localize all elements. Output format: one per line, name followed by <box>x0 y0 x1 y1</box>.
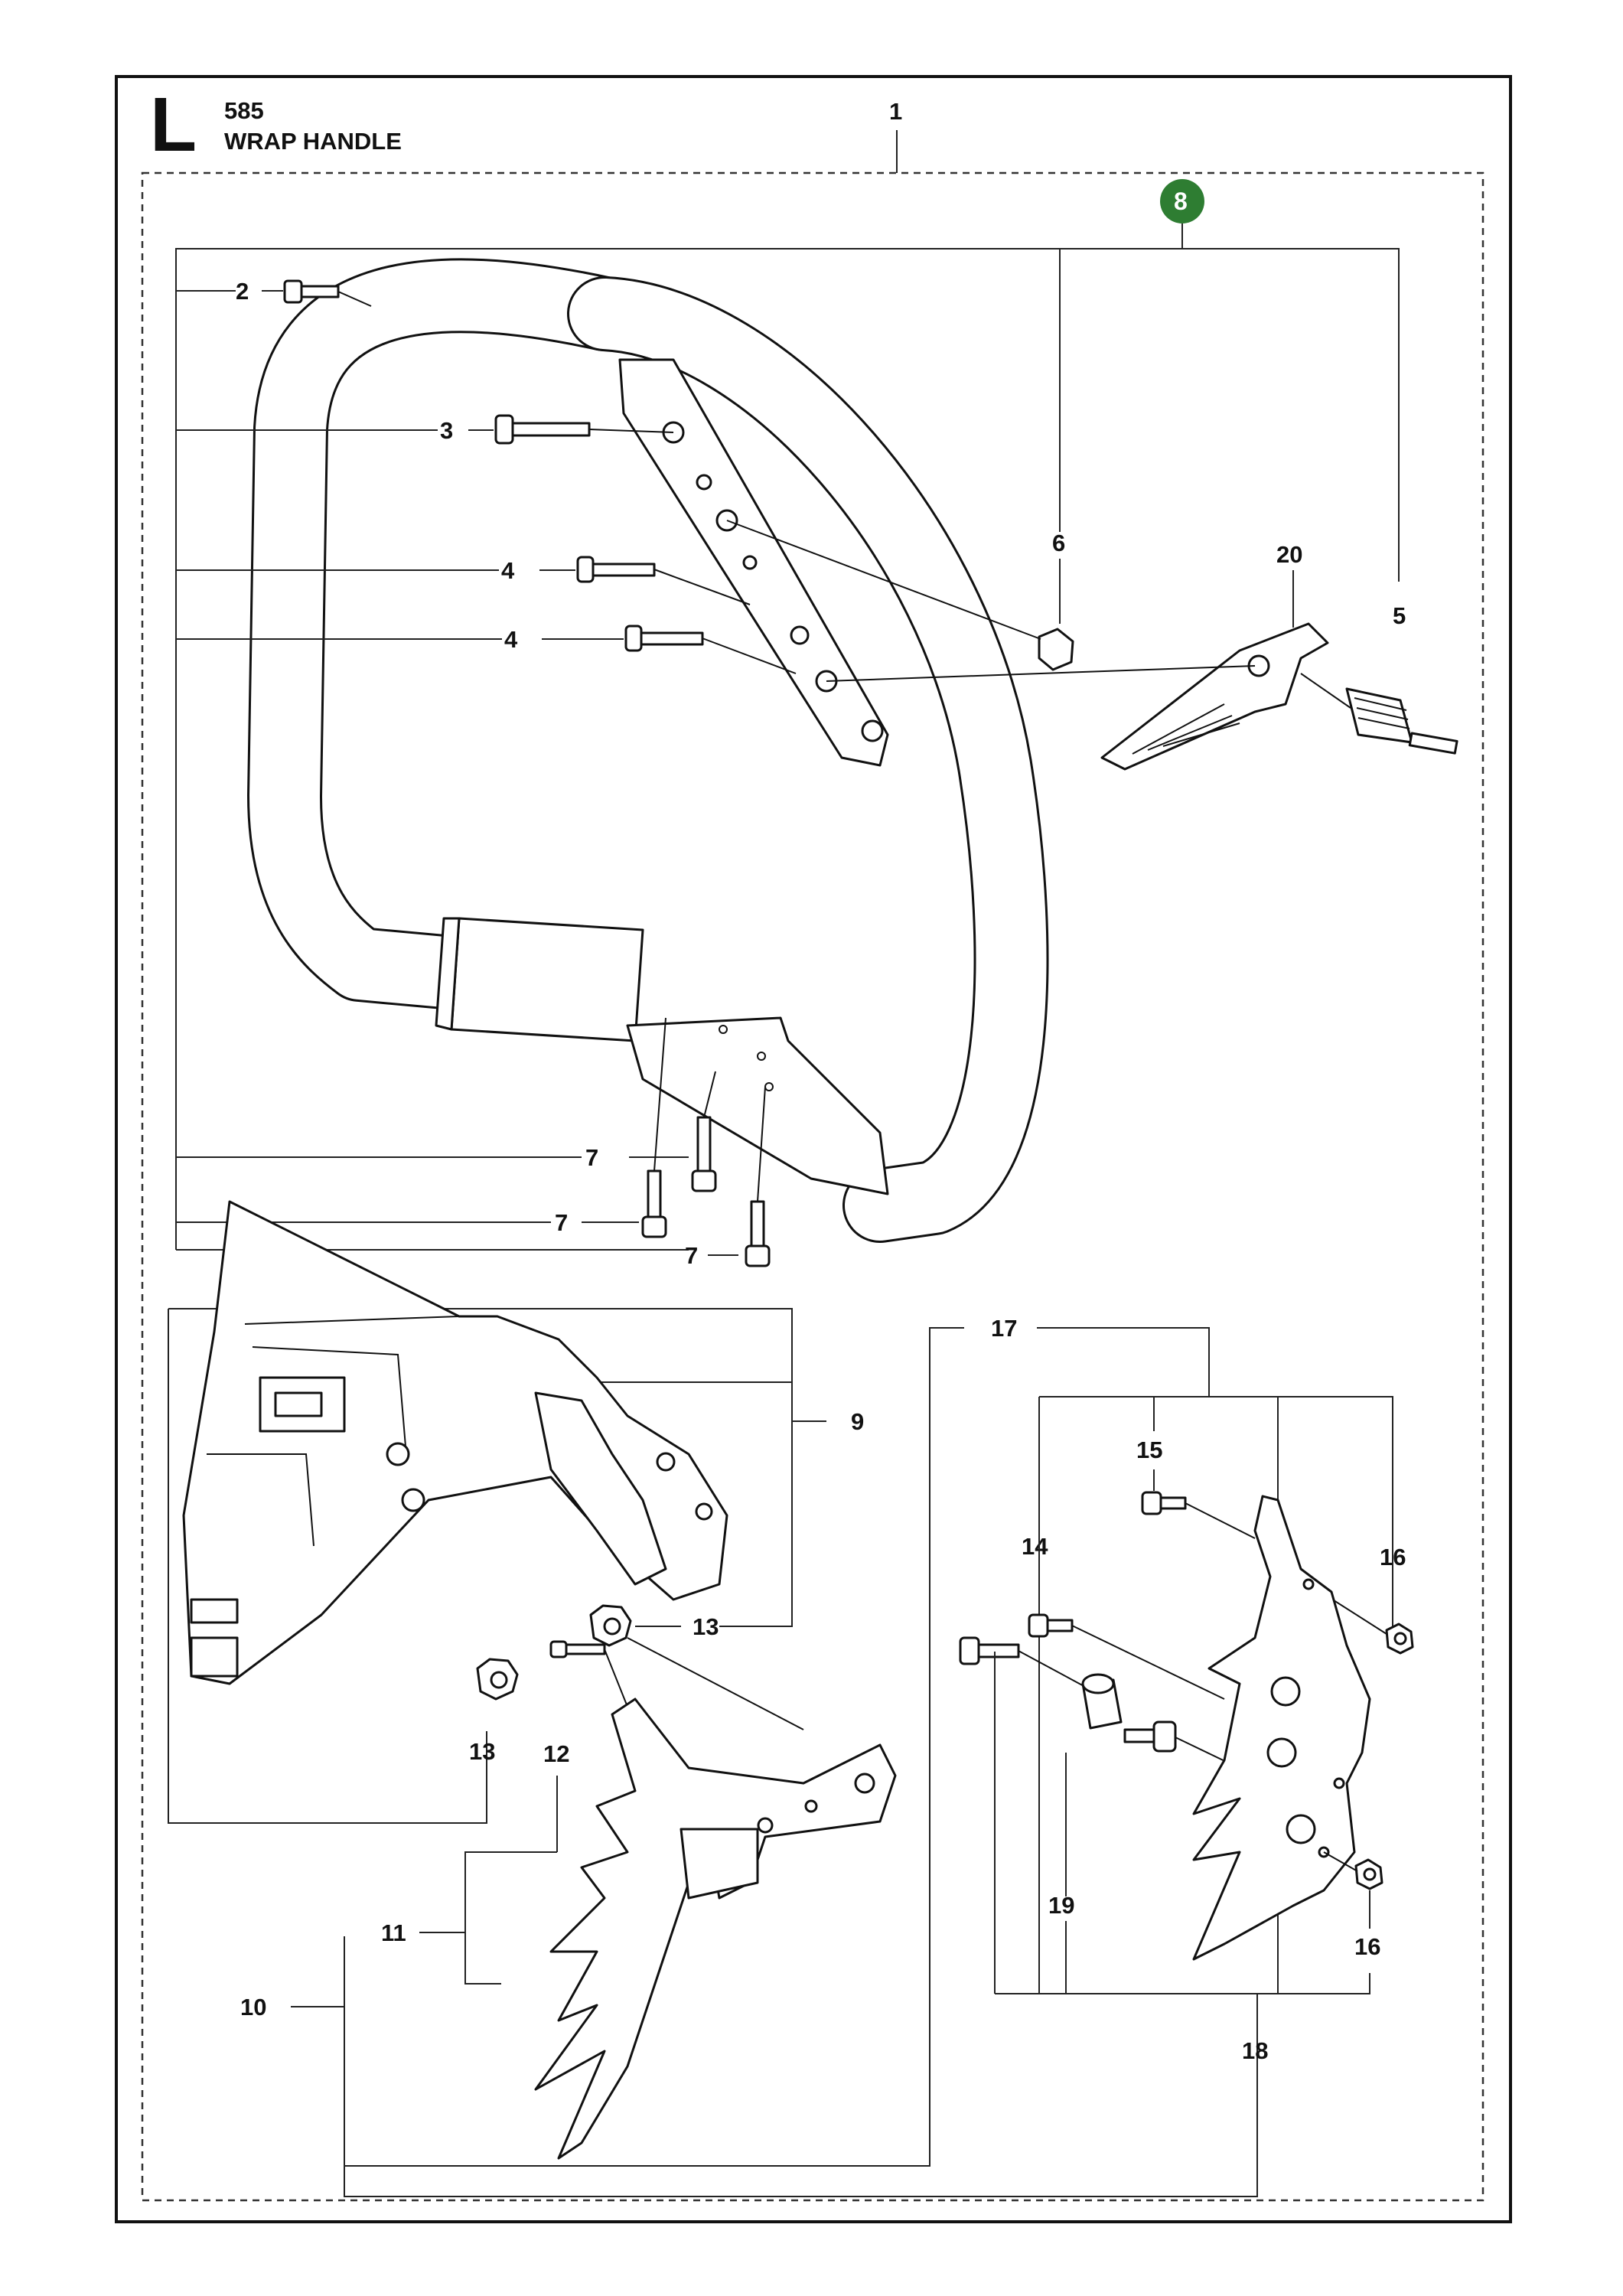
callout-8-badge <box>1160 179 1204 223</box>
screw-4a <box>576 556 656 583</box>
callout-5: 5 <box>1393 602 1406 629</box>
callout-2: 2 <box>236 278 249 305</box>
callout-19: 19 <box>1048 1892 1074 1919</box>
screw-7c <box>745 1200 771 1267</box>
screw-4b <box>624 625 704 652</box>
spring-5 <box>1345 687 1458 755</box>
screw-7a <box>691 1116 717 1192</box>
front-handle-housing-9 <box>182 1200 728 1685</box>
model-number: 585 <box>224 97 264 124</box>
screw-3 <box>494 414 591 445</box>
nut-13b <box>476 1658 519 1701</box>
bolt-pin <box>1123 1720 1177 1753</box>
callout-20: 20 <box>1276 541 1302 568</box>
callout-15: 15 <box>1136 1437 1162 1463</box>
callout-10: 10 <box>240 1994 266 2020</box>
callout-1: 1 <box>889 98 902 125</box>
callout-13b: 13 <box>469 1738 495 1765</box>
nut-16b <box>1354 1858 1383 1890</box>
assembly-boundary <box>141 171 1484 2202</box>
spike-plate <box>1192 1495 1371 1961</box>
spacer-19 <box>1081 1673 1123 1730</box>
callout-4b: 4 <box>504 626 518 653</box>
screw-2 <box>283 279 340 304</box>
callout-16a: 16 <box>1380 1544 1406 1570</box>
screw-long <box>959 1636 1020 1665</box>
page-frame <box>115 75 1512 2223</box>
square-nut-6 <box>1038 628 1074 671</box>
callout-7a: 7 <box>585 1144 598 1171</box>
callout-7c: 7 <box>685 1242 698 1269</box>
callout-4a: 4 <box>501 557 515 584</box>
screw-15 <box>1141 1491 1187 1515</box>
callout-6: 6 <box>1052 530 1065 556</box>
callout-16b: 16 <box>1354 1933 1380 1960</box>
spike-bracket-11 <box>534 1698 897 2160</box>
callout-7b: 7 <box>555 1209 568 1236</box>
callout-8: 8 <box>1174 188 1188 215</box>
nut-16a <box>1385 1623 1414 1655</box>
callout-13a: 13 <box>693 1613 719 1640</box>
part-20 <box>1100 622 1329 771</box>
screw-14 <box>1028 1613 1074 1638</box>
nut-13a <box>589 1604 632 1647</box>
callout-3: 3 <box>440 417 453 444</box>
callout-12: 12 <box>543 1740 569 1767</box>
callout-17: 17 <box>991 1315 1017 1342</box>
section-letter: L <box>150 82 197 168</box>
callout-9: 9 <box>851 1408 864 1435</box>
callout-18: 18 <box>1242 2037 1268 2064</box>
page-title: WRAP HANDLE <box>224 128 402 155</box>
callout-11: 11 <box>381 1919 406 1946</box>
wrap-handle-bar <box>247 258 1049 1243</box>
screw-12 <box>549 1640 606 1658</box>
screw-7b <box>641 1169 667 1238</box>
callout-14: 14 <box>1022 1533 1048 1560</box>
